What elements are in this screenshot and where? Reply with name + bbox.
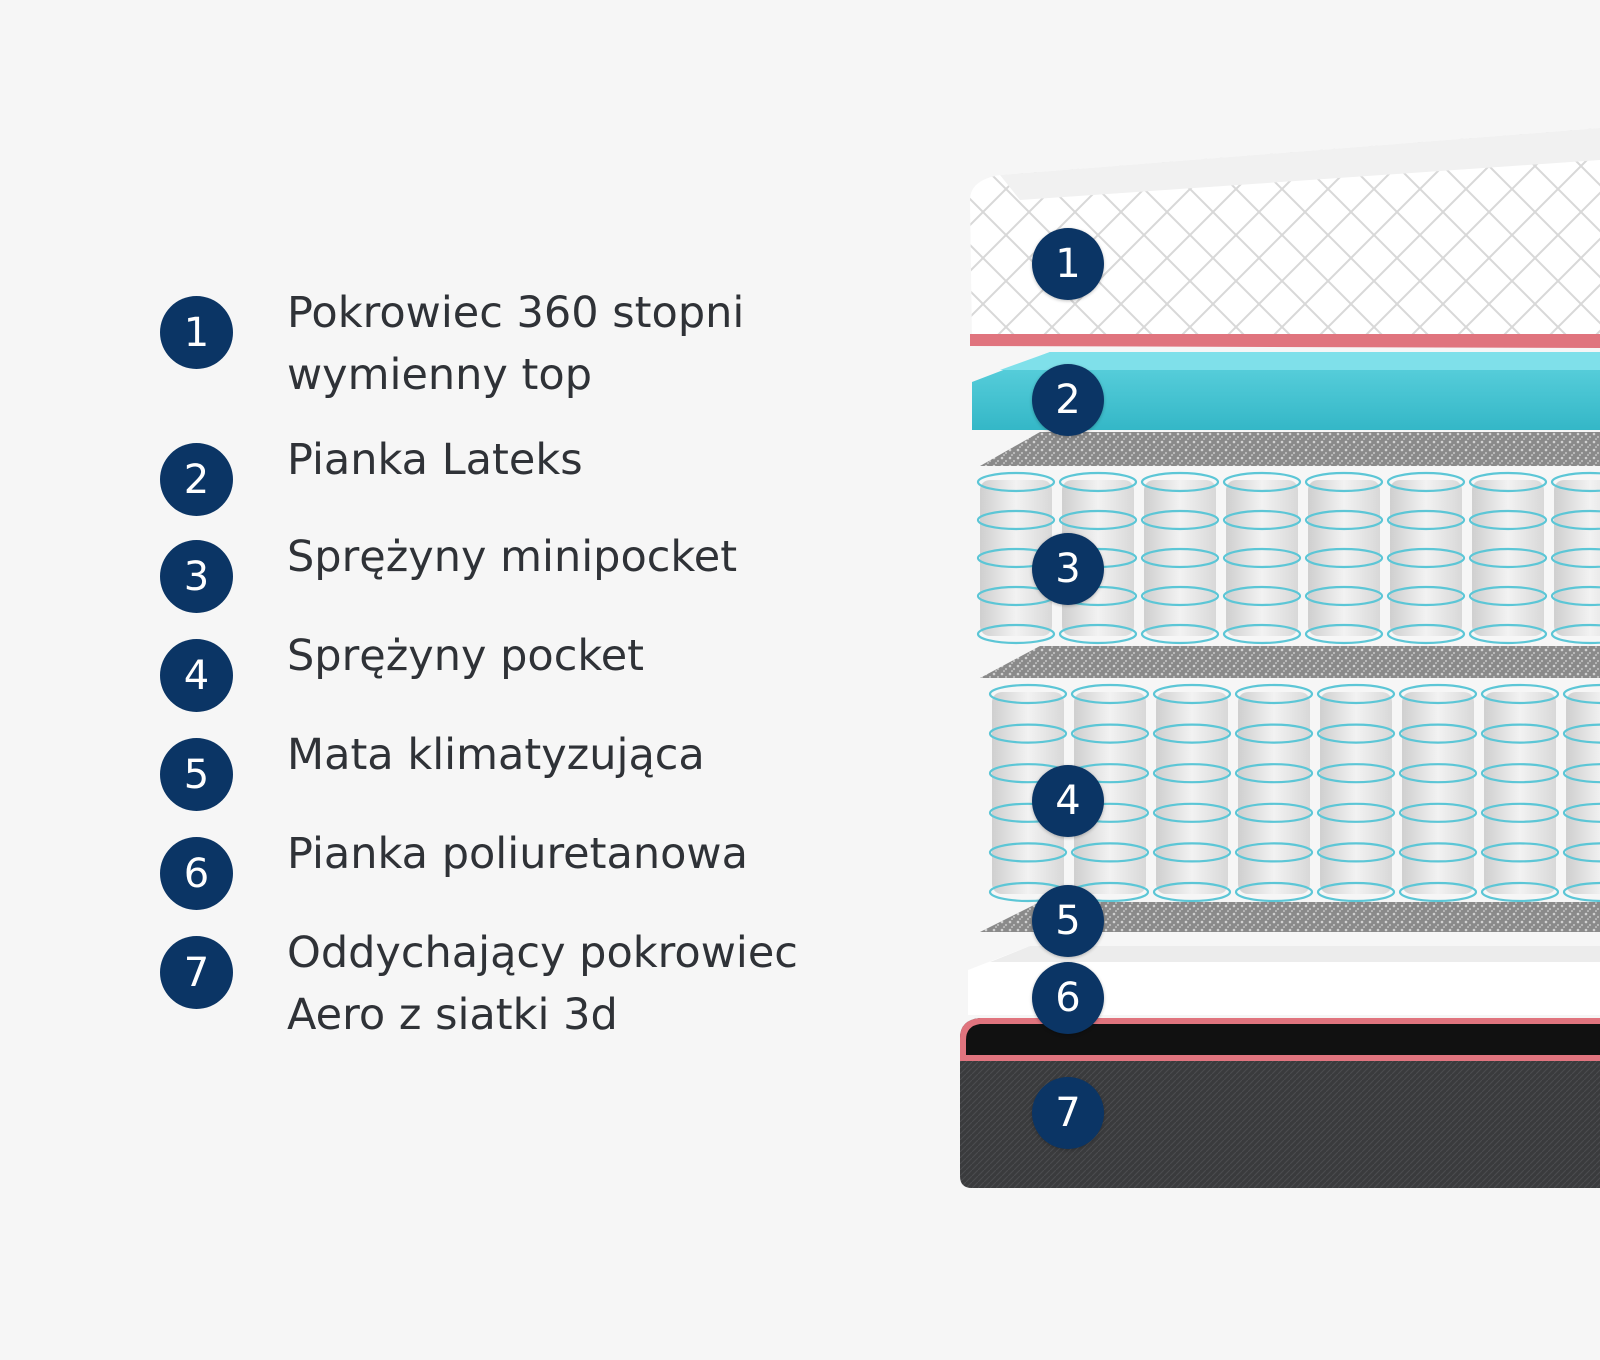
- spring-coil: [1468, 471, 1548, 645]
- legend-number-badge: 7: [160, 936, 233, 1009]
- layer-badge-5: 5: [1032, 885, 1104, 957]
- spring-coil: [1480, 683, 1560, 903]
- spring-coil: [1316, 683, 1396, 903]
- layer-badge-4: 4: [1032, 765, 1104, 837]
- layer-badge-3: 3: [1032, 533, 1104, 605]
- layer-badge-1: 1: [1032, 228, 1104, 300]
- legend-item-4: 4 Sprężyny pocket: [160, 631, 880, 712]
- layer-badge-7: 7: [1032, 1077, 1104, 1149]
- legend-label: Oddychający pokrowiec Aero z siatki 3d: [287, 928, 798, 1040]
- legend-number-badge: 3: [160, 540, 233, 613]
- spring-coil: [1140, 471, 1220, 645]
- spring-coil: [1562, 683, 1600, 903]
- legend-item-3: 3 Sprężyny minipocket: [160, 532, 880, 613]
- legend-number-badge: 5: [160, 738, 233, 811]
- spring-coil: [1222, 471, 1302, 645]
- spring-coil: [1386, 471, 1466, 645]
- legend-item-5: 5 Mata klimatyzująca: [160, 730, 880, 811]
- layer-pocket-springs: [988, 683, 1600, 903]
- legend-label: Sprężyny pocket: [287, 631, 645, 681]
- layer-speckled-mat-middle: [980, 646, 1600, 678]
- layer-polyurethane-foam: [968, 946, 1600, 1015]
- legend-number-badge: 2: [160, 443, 233, 516]
- legend-label: Mata klimatyzująca: [287, 730, 705, 780]
- spring-coil: [1152, 683, 1232, 903]
- layer-badge-6: 6: [1032, 962, 1104, 1034]
- layer-badge-2: 2: [1032, 364, 1104, 436]
- mattress-illustration: [960, 128, 1600, 1188]
- spring-coil: [976, 471, 1056, 645]
- spring-coil: [1550, 471, 1600, 645]
- spring-coil: [1234, 683, 1314, 903]
- layer-speckled-mat-upper: [980, 432, 1600, 466]
- legend-item-2: 2 Pianka Lateks: [160, 435, 880, 516]
- legend-number-badge: 4: [160, 639, 233, 712]
- layer-climate-mat: [980, 902, 1600, 932]
- legend-label: Pokrowiec 360 stopni wymienny top: [287, 288, 745, 400]
- layer-minipocket-springs: [976, 471, 1600, 645]
- legend-label: Pianka Lateks: [287, 435, 583, 485]
- legend-number-badge: 6: [160, 837, 233, 910]
- legend-label: Sprężyny minipocket: [287, 532, 738, 582]
- legend-item-7: 7 Oddychający pokrowiec Aero z siatki 3d: [160, 928, 880, 1040]
- layer-legend: 1 Pokrowiec 360 stopni wymienny top 2 Pi…: [160, 288, 880, 1040]
- spring-coil: [1398, 683, 1478, 903]
- legend-item-1: 1 Pokrowiec 360 stopni wymienny top: [160, 288, 880, 400]
- layer-top-cover: [970, 128, 1600, 348]
- mattress-cross-section: 1 2 3 4 5 6 7: [960, 120, 1600, 1220]
- layer-latex-foam: [972, 352, 1600, 430]
- layer-base-cover: [960, 1018, 1600, 1188]
- legend-number-badge: 1: [160, 296, 233, 369]
- legend-label: Pianka poliuretanowa: [287, 829, 748, 879]
- spring-coil: [1304, 471, 1384, 645]
- legend-item-6: 6 Pianka poliuretanowa: [160, 829, 880, 910]
